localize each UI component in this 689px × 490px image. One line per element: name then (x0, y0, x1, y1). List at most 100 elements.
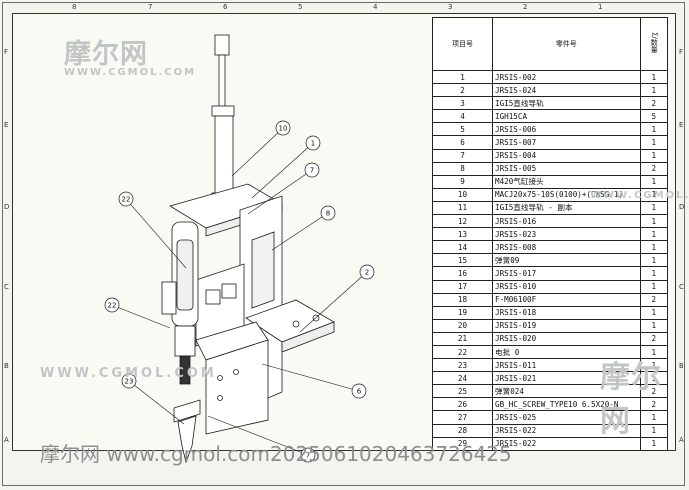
bom-qty: 1 (639, 214, 669, 229)
mount-hole (292, 320, 300, 328)
bom-part-no: JRSIS-020 (492, 331, 641, 346)
bom-part-no: JRSIS-010 (492, 279, 641, 294)
bom-part-no: JRSIS-022 (492, 436, 641, 451)
zone-row-label: F (4, 48, 9, 56)
watermark-url: WWW.CGMOL.COM (40, 366, 217, 381)
bom-part-no: IGI5直线导轨 - 副本 (492, 200, 641, 216)
zone-col-label: 6 (223, 3, 228, 11)
bom-item-no: 18 (431, 292, 494, 307)
bom-qty: 1 (639, 83, 669, 98)
bom-qty: 2 (639, 96, 669, 111)
bom-header-part-no: 零件号 (492, 17, 641, 71)
callout-number: 23 (125, 378, 134, 386)
sheet-outer-border (2, 2, 685, 486)
zone-row-label: F (679, 48, 684, 56)
watermark-logo: 摩尔网 (64, 39, 148, 70)
zone-col-label: 1 (598, 3, 603, 11)
air-cylinder-body (214, 115, 234, 197)
bom-item-no: 7 (431, 148, 494, 163)
bom-header-qty-label: Σ/数量 (650, 31, 659, 53)
zone-row-label: A (4, 436, 9, 444)
callout-balloon (275, 120, 291, 136)
zone-row-label: E (679, 121, 684, 129)
bom-item-no: 1 (431, 69, 494, 85)
zone-col-label: 5 (298, 3, 303, 11)
bom-item-no: 13 (431, 227, 494, 242)
callout-balloon (351, 383, 367, 399)
zone-col-label: 8 (72, 3, 77, 11)
driver-spring (179, 355, 191, 385)
callout-number: 8 (326, 210, 330, 218)
bom-qty: 2 (639, 161, 669, 176)
bom-item-no: 9 (431, 174, 494, 189)
bom-part-no: JRSIS-005 (492, 161, 641, 176)
bom-part-no: JRSIS-016 (492, 214, 641, 229)
zone-col-label: 7 (148, 3, 153, 11)
bom-item-no: 26 (431, 397, 494, 412)
bom-item-no: 29 (431, 436, 494, 451)
nozzle-holder (173, 399, 201, 423)
bom-part-no: JRSIS-008 (492, 240, 641, 255)
callout-balloon (304, 162, 320, 178)
bom-item-no: 25 (431, 384, 494, 399)
watermark-logo: 摩尔网 (600, 360, 662, 439)
bom-part-no: JRSIS-006 (492, 122, 641, 137)
mount-hole (217, 375, 223, 381)
screwdriver-clamp (161, 281, 177, 315)
bom-part-no: IGI5直线导轨 (492, 96, 641, 111)
screw-nozzle (177, 415, 197, 464)
bom-item-no: 27 (431, 410, 494, 425)
zone-row-label: B (679, 362, 684, 370)
callout-balloon (359, 264, 375, 280)
bom-qty: 1 (639, 318, 669, 333)
bom-item-no: 10 (431, 187, 494, 202)
bom-part-no: M420气缸接头 (492, 174, 641, 189)
bom-qty: 1 (639, 240, 669, 255)
bom-item-no: 14 (431, 240, 494, 255)
bom-qty: 1 (639, 266, 669, 281)
bom-item-no: 3 (431, 96, 494, 111)
bom-item-no: 19 (431, 305, 494, 320)
bom-qty: 1 (639, 436, 669, 451)
bom-qty: 2 (639, 331, 669, 346)
carriage-block (205, 289, 221, 305)
bom-qty: 1 (639, 253, 669, 268)
bom-part-no: JRSIS-007 (492, 135, 641, 150)
bom-qty: 5 (639, 109, 669, 124)
bom-item-no: 17 (431, 279, 494, 294)
callout-balloon (305, 135, 321, 151)
zone-row-label: A (679, 436, 684, 444)
callout-number: 2 (365, 269, 369, 277)
bom-qty: 1 (639, 69, 669, 85)
cylinder-rod-end (214, 34, 230, 56)
bom-item-no: 8 (431, 161, 494, 176)
mount-hole (217, 395, 223, 401)
bom-part-no: JRSIS-023 (492, 227, 641, 242)
callout-balloon (118, 191, 134, 207)
footer-watermark: 摩尔网 www.cgmol.com2025061020463726425 (40, 442, 512, 466)
bom-part-no: JRSIS-017 (492, 266, 641, 281)
bom-part-no: JRSIS-024 (492, 83, 641, 98)
bom-qty: 1 (639, 227, 669, 242)
bom-item-no: 4 (431, 109, 494, 124)
bom-part-no: JRSIS-004 (492, 148, 641, 163)
bom-item-no: 2 (431, 83, 494, 98)
bom-part-no: JRSIS-019 (492, 318, 641, 333)
bom-qty: 1 (639, 279, 669, 294)
callout-number: 7 (306, 452, 310, 460)
